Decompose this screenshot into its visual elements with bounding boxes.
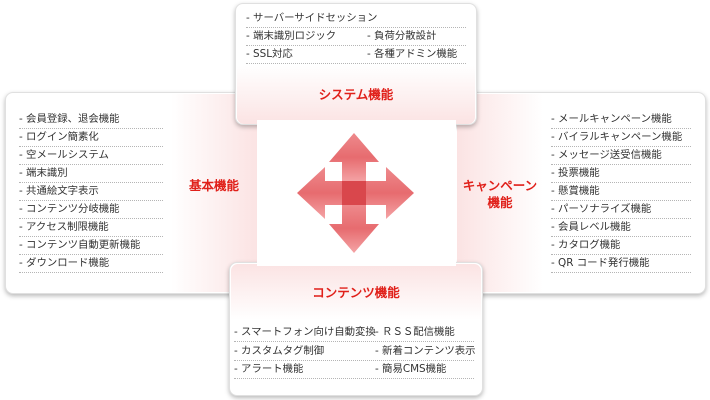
contents-item-6: - 簡易CMS機能 [375,363,447,375]
contents-features-card: コンテンツ機能 - スマートフォン向け自動変換 - ＲＳＳ配信機能 - カスタム… [229,262,483,396]
campaign-title-line2: 機能 [487,195,513,210]
campaign-divider-9 [551,272,691,273]
campaign-item-3: - メッセージ送受信機能 [551,149,662,161]
system-divider-3 [246,63,466,64]
basic-title: 基本機能 [188,178,239,193]
campaign-item-4: - 投票機能 [551,167,600,179]
system-title: システム機能 [318,87,394,102]
basic-divider-7 [19,236,163,237]
system-item-2: - 端末識別ロジック [246,30,337,42]
campaign-item-9: - QR コード発行機能 [551,257,650,269]
four-way-arrow-icon [297,133,414,253]
contents-title-fade [231,264,481,320]
system-item-1: - サーバーサイドセッション [246,12,378,24]
system-title-fade [237,66,475,124]
campaign-divider-6 [551,218,691,219]
basic-item-4: - 端末識別 [19,167,68,179]
system-item-4: - SSL対応 [246,48,293,60]
campaign-divider-1 [551,128,691,129]
arrow-center [342,181,366,205]
basic-divider-9 [19,272,163,273]
basic-item-8: - コンテンツ自動更新機能 [19,239,141,251]
system-divider-1 [246,27,466,28]
campaign-item-8: - カタログ機能 [551,239,621,251]
basic-divider-1 [19,128,163,129]
arrow-left-icon [297,167,342,219]
campaign-divider-2 [551,146,691,147]
campaign-features-card: キャンペーン 機能 - メールキャンペーン機能 - バイラルキャンペーン機能 -… [455,92,706,294]
contents-divider-1 [234,341,474,342]
campaign-item-5: - 懸賞機能 [551,185,600,197]
system-features-card: システム機能 - サーバーサイドセッション - 端末識別ロジック - 負荷分散設… [235,3,477,125]
basic-divider-5 [19,200,163,201]
system-item-3: - 負荷分散設計 [367,30,437,42]
campaign-item-6: - パーソナライズ機能 [551,203,652,215]
basic-divider-6 [19,218,163,219]
campaign-item-1: - メールキャンペーン機能 [551,113,672,125]
basic-item-5: - 共通絵文字表示 [19,185,99,197]
campaign-divider-3 [551,164,691,165]
center-panel [257,120,456,266]
campaign-item-2: - バイラルキャンペーン機能 [551,131,683,143]
basic-divider-2 [19,146,163,147]
arrow-down-icon [329,204,379,253]
campaign-divider-5 [551,200,691,201]
basic-divider-3 [19,164,163,165]
contents-item-5: - アラート機能 [234,363,304,375]
campaign-item-7: - 会員レベル機能 [551,221,631,233]
contents-title: コンテンツ機能 [312,285,400,300]
campaign-divider-7 [551,236,691,237]
basic-divider-4 [19,182,163,183]
campaign-title-fade [457,94,543,292]
arrow-right-icon [366,167,414,219]
campaign-title-line1: キャンペーン [462,178,538,193]
contents-item-4: - 新着コンテンツ表示 [375,345,476,357]
basic-item-6: - コンテンツ分岐機能 [19,203,120,215]
basic-features-card: 基本機能 - 会員登録、退会機能 - ログイン簡素化 - 空メールシステム - … [5,92,257,294]
campaign-divider-4 [551,182,691,183]
basic-title-fade [171,94,257,292]
system-item-5: - 各種アドミン機能 [367,48,458,60]
contents-divider-2 [234,360,474,361]
basic-item-9: - ダウンロード機能 [19,257,110,269]
basic-divider-8 [19,254,163,255]
basic-item-7: - アクセス制限機能 [19,221,109,233]
arrow-up-icon [329,133,379,182]
campaign-divider-8 [551,254,691,255]
basic-item-2: - ログイン簡素化 [19,131,99,143]
contents-item-3: - カスタムタグ制御 [234,345,325,357]
system-divider-2 [246,45,466,46]
contents-item-1: - スマートフォン向け自動変換 [234,326,376,338]
contents-divider-3 [234,378,474,379]
basic-item-1: - 会員登録、退会機能 [19,113,120,125]
contents-item-2: - ＲＳＳ配信機能 [375,326,455,338]
basic-item-3: - 空メールシステム [19,149,109,161]
